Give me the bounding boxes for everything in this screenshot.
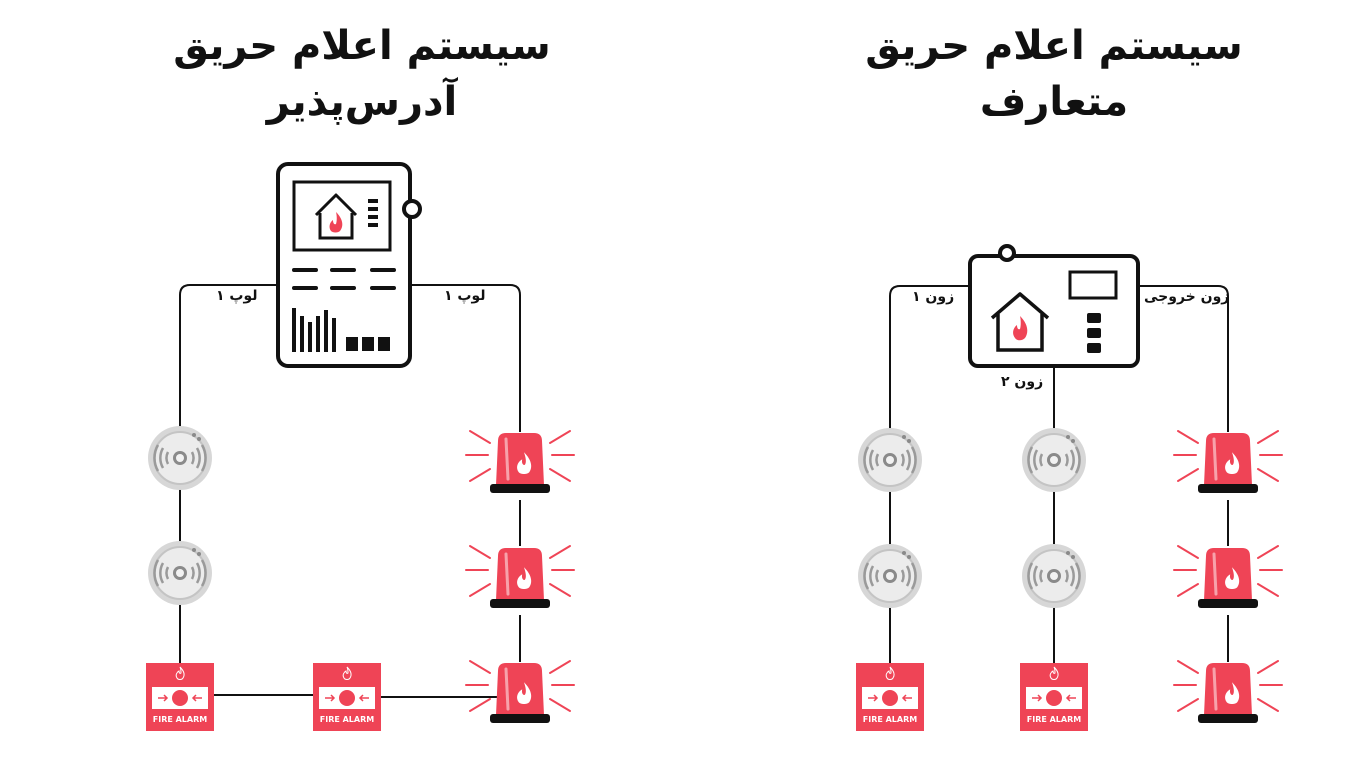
conventional-title-line2: متعارف [979,79,1129,125]
conventional-title: سیستم اعلام حریق متعارف [854,18,1254,130]
manual-call-point: FIRE ALARM [145,662,215,732]
smoke-detector [1020,542,1088,610]
addressable-title-line1: سیستم اعلام حریق [173,23,551,69]
manual-call-point: FIRE ALARM [1019,662,1089,732]
strobe-siren [466,546,574,608]
smoke-detector [146,424,214,492]
smoke-detector [1020,426,1088,494]
house-fire-icon [314,193,358,240]
addressable-wiring [179,284,521,698]
conventional-control-panel [968,244,1140,368]
strobe-siren [466,661,574,723]
manual-call-point: FIRE ALARM [855,662,925,732]
zone-2-label: زون ۲ [1001,374,1044,390]
call-point-label: FIRE ALARM [863,715,917,724]
call-point-label: FIRE ALARM [153,715,207,724]
loop-label-right: لوپ ۱ [444,288,486,304]
addressable-title-line2: آدرس‌پذیر [266,79,458,125]
strobe-siren [1174,661,1282,723]
addressable-control-panel [276,162,422,368]
zone-1-label: زون ۱ [912,289,955,305]
conventional-title-line1: سیستم اعلام حریق [865,23,1243,69]
smoke-detector [856,542,924,610]
smoke-detector [856,426,924,494]
house-fire-icon [990,292,1050,352]
strobe-siren [1174,431,1282,493]
smoke-detector [146,539,214,607]
conventional-wiring [889,285,1229,664]
call-point-label: FIRE ALARM [1027,715,1081,724]
addressable-title: سیستم اعلام حریق آدرس‌پذیر [162,18,562,130]
strobe-siren [466,431,574,493]
manual-call-point: FIRE ALARM [312,662,382,732]
loop-label-left: لوپ ۱ [216,288,258,304]
zone-output-label: زون خروجی [1144,289,1230,305]
call-point-label: FIRE ALARM [320,715,374,724]
strobe-siren [1174,546,1282,608]
